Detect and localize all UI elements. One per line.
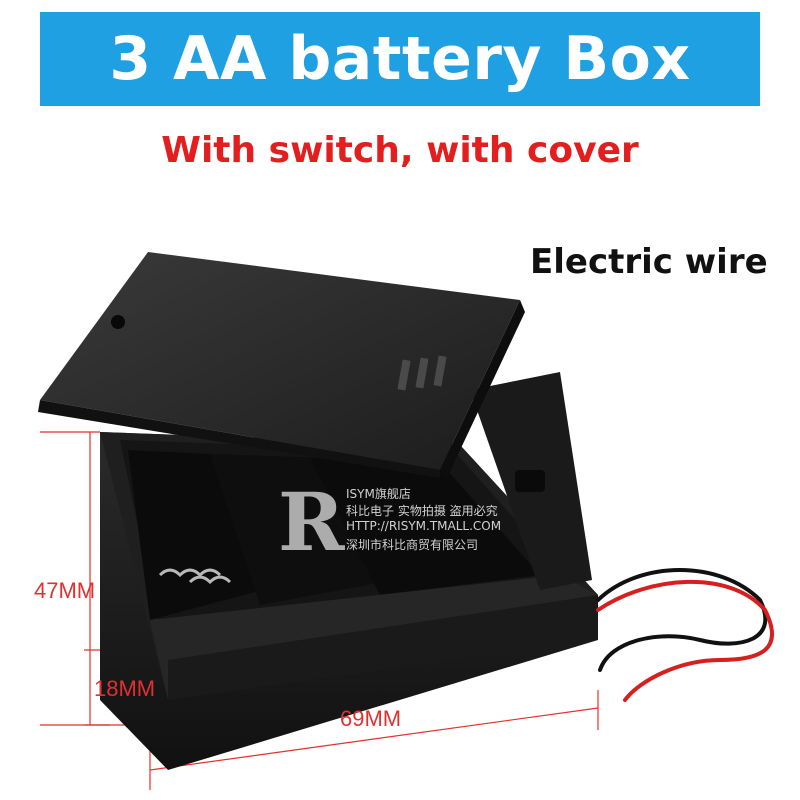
battery-lid (38, 252, 525, 480)
title-banner: 3 AA battery Box (40, 12, 760, 106)
product-subtitle: With switch, with cover (161, 130, 639, 171)
watermark-logo: R (278, 475, 345, 569)
wire-callout: Electric wire (530, 242, 768, 282)
dimension-width: 69MM (340, 706, 402, 731)
watermark-line: 深圳市科比商贸有限公司 (346, 538, 479, 552)
dimension-depth: 18MM (94, 676, 156, 701)
electric-wire (596, 568, 774, 702)
dimension-height: 47MM (34, 578, 96, 603)
watermark-line: HTTP://RISYM.TMALL.COM (346, 519, 502, 533)
battery-tray (100, 372, 598, 770)
watermark-line: ISYM旗舰店 (346, 487, 411, 501)
product-title: 3 AA battery Box (109, 24, 691, 94)
watermark-line: 科比电子 实物拍摄 盗用必究 (346, 504, 498, 518)
